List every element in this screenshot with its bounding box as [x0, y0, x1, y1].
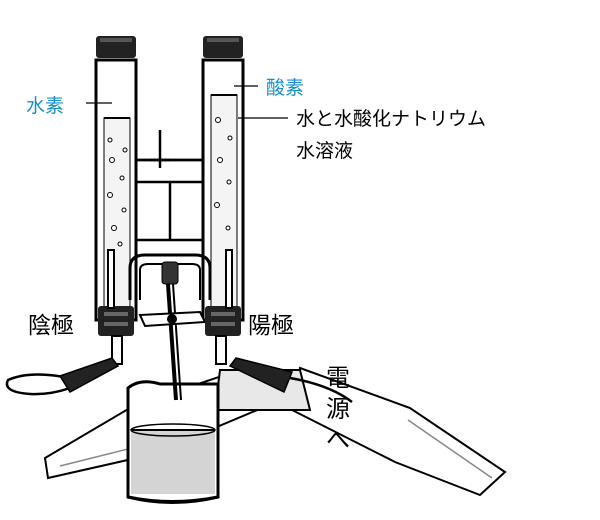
- power-label-line2: 源: [326, 395, 350, 423]
- anode-electrode: [205, 249, 241, 365]
- power-label-line3: へ: [326, 426, 350, 454]
- cathode-connector: [98, 306, 134, 336]
- beaker: [126, 380, 220, 504]
- cathode-electrode: [98, 249, 134, 365]
- clamp-bar: [138, 310, 207, 328]
- cathode-clip: [58, 357, 120, 393]
- label-leaders: [86, 85, 288, 119]
- bubbles-oxygen: [214, 117, 233, 231]
- hydrogen-label: 水素: [26, 95, 64, 117]
- feed-tube-clamp: [161, 261, 179, 285]
- right-stopper: [203, 36, 243, 58]
- anode-wire: [228, 357, 353, 403]
- anode-clip: [228, 357, 294, 394]
- feed-tube: [161, 261, 182, 401]
- bubbles-hydrogen: [107, 137, 128, 247]
- cathode-wire: [5, 357, 120, 396]
- cathode-label: 陰極: [28, 313, 74, 339]
- power-label-line1: 電: [326, 364, 350, 392]
- beaker-liquid: [131, 430, 215, 494]
- solution-label-line2: 水溶液: [296, 140, 353, 162]
- anode-label: 陽極: [248, 313, 294, 339]
- anode-connector: [205, 306, 241, 336]
- oxygen-label: 酸素: [266, 77, 304, 99]
- upper-frame: [130, 130, 210, 242]
- solution-label-line1: 水と水酸化ナトリウム: [296, 108, 486, 130]
- left-stopper: [96, 36, 136, 58]
